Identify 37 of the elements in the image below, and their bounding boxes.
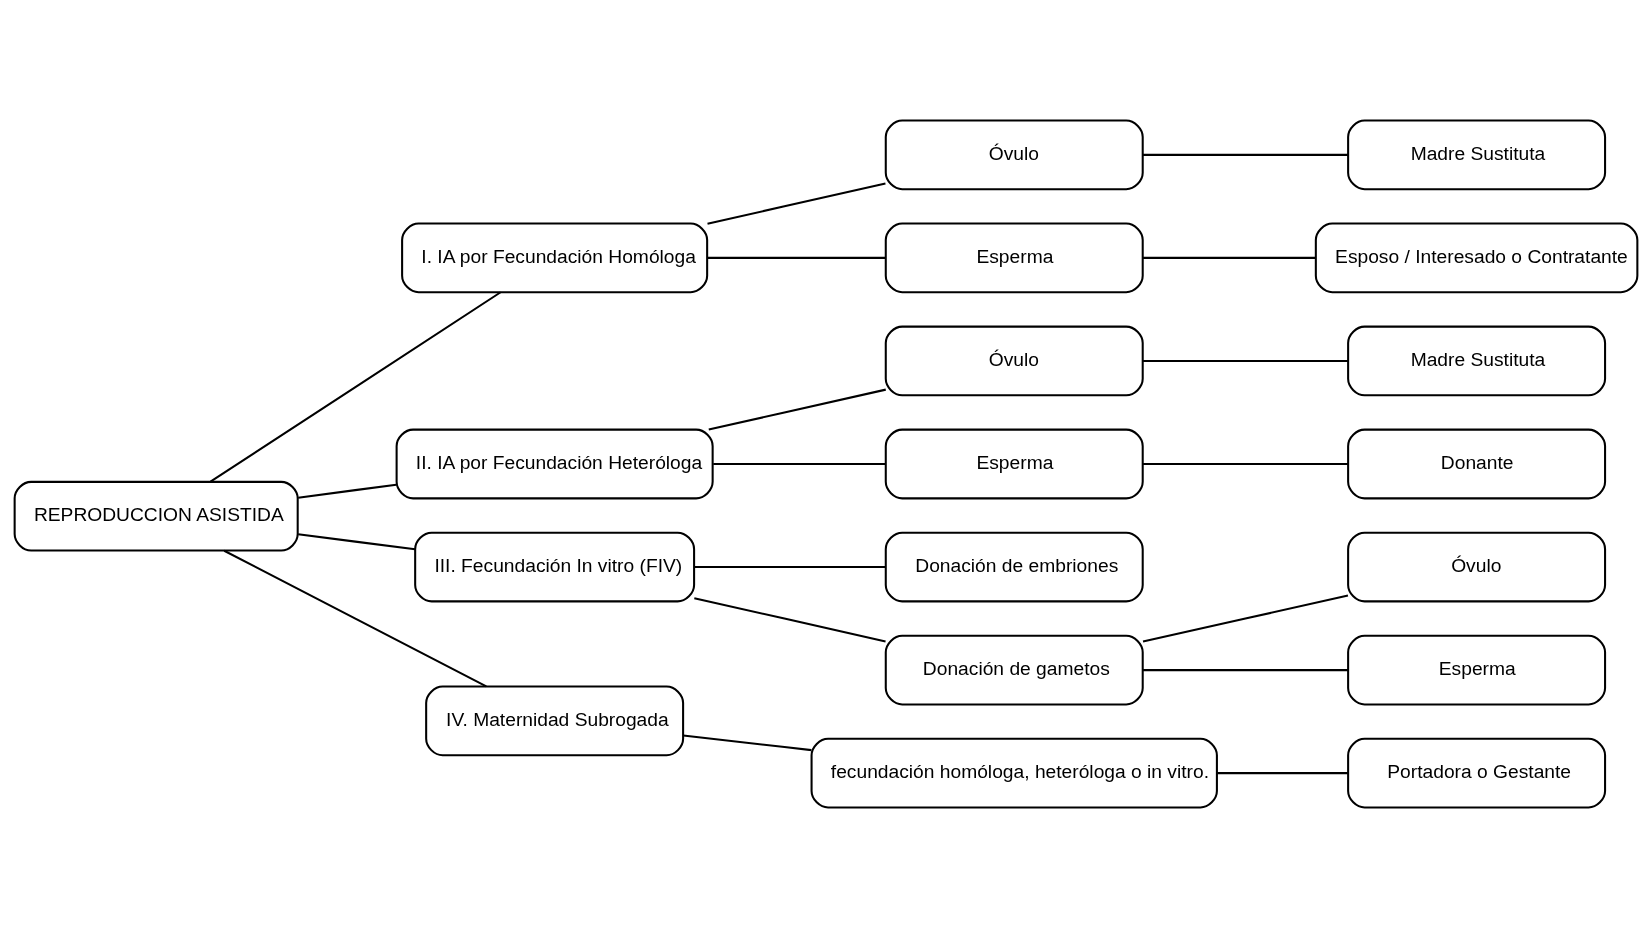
connector	[1143, 256, 1316, 259]
node-box: Óvulo	[884, 325, 1144, 397]
node-box: II. IA por Fecundación Heteróloga	[395, 428, 714, 500]
connector	[707, 182, 886, 225]
node-box: Esposo / Interesado o Contratante	[1314, 222, 1639, 294]
connector	[1217, 772, 1348, 775]
node-box: Óvulo	[1347, 531, 1607, 603]
connector	[708, 388, 886, 431]
connector	[223, 549, 487, 688]
node-box: Madre Sustituta	[1347, 119, 1607, 191]
connector	[713, 462, 886, 466]
connector	[298, 533, 416, 551]
connector	[683, 734, 812, 752]
node-box: IV. Maternidad Subrogada	[425, 685, 685, 757]
node-box: I. IA por Fecundación Homóloga	[401, 222, 709, 294]
connector	[707, 256, 886, 259]
node-box: Esperma	[1347, 634, 1607, 706]
node-box: III. Fecundación In vitro (FIV)	[414, 531, 696, 603]
node-box: Óvulo	[884, 119, 1144, 191]
connector	[1143, 462, 1348, 466]
connector	[298, 483, 397, 499]
node-box: Madre Sustituta	[1347, 325, 1607, 397]
connector	[209, 291, 502, 483]
node-box: Esperma	[884, 222, 1144, 294]
node-box: Donación de embriones	[884, 531, 1144, 603]
node-box: Portadora o Gestante	[1347, 737, 1607, 809]
connector	[694, 566, 886, 569]
connector	[1143, 153, 1348, 156]
node-box: Esperma	[884, 428, 1144, 500]
node-box: Donación de gametos	[884, 634, 1144, 706]
node-box: Donante	[1347, 428, 1607, 500]
connector	[1143, 669, 1348, 672]
connector	[1142, 594, 1349, 643]
node-box: fecundación homóloga, heteróloga o in vitro.	[810, 737, 1218, 809]
connector	[694, 597, 886, 643]
node-box: REPRODUCCION ASISTIDA	[13, 480, 299, 552]
connector	[1143, 359, 1348, 362]
